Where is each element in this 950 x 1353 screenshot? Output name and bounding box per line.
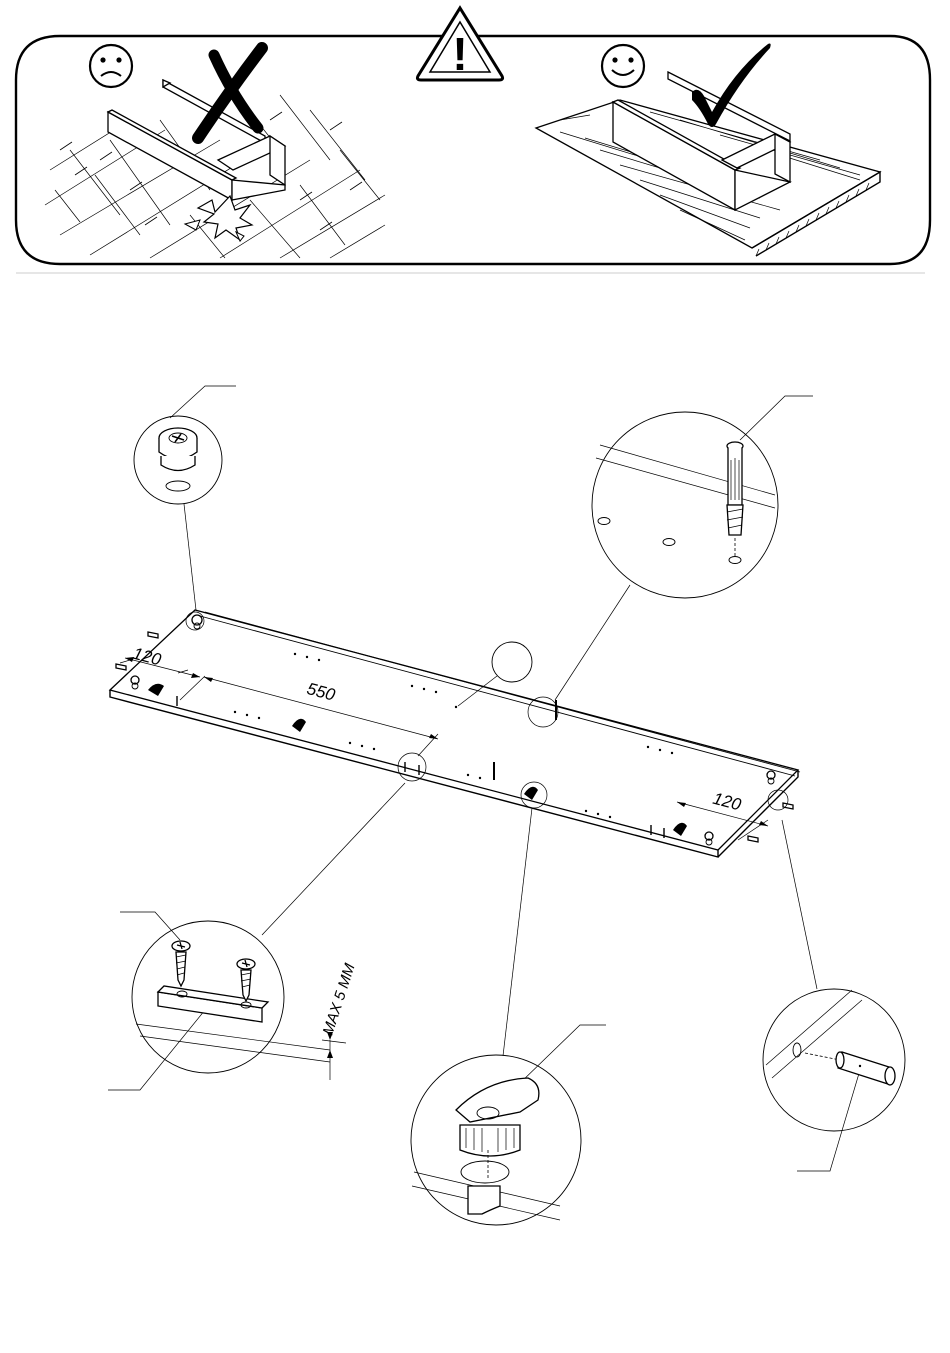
screw-plate-detail: MAX 5 MM bbox=[108, 783, 405, 1090]
impact-burst-icon bbox=[198, 196, 252, 240]
max-protrusion-label: MAX 5 MM bbox=[320, 961, 359, 1037]
main-panel-drawing: 120 550 120 bbox=[110, 610, 800, 857]
reference-circle bbox=[492, 642, 532, 682]
cam-bolt-detail bbox=[555, 396, 813, 700]
warning-exclamation: ! bbox=[452, 28, 467, 80]
check-mark-icon bbox=[692, 44, 771, 128]
warning-triangle-icon: ! bbox=[417, 8, 502, 80]
warning-panel: ! bbox=[16, 8, 930, 273]
fallen-shelf-unit bbox=[108, 80, 285, 241]
cam-lock-detail bbox=[134, 386, 236, 610]
wood-dowel-detail bbox=[763, 820, 905, 1171]
smiley-face-icon bbox=[602, 45, 644, 87]
shelf-support-detail bbox=[411, 808, 606, 1225]
sad-face-icon bbox=[90, 45, 132, 87]
